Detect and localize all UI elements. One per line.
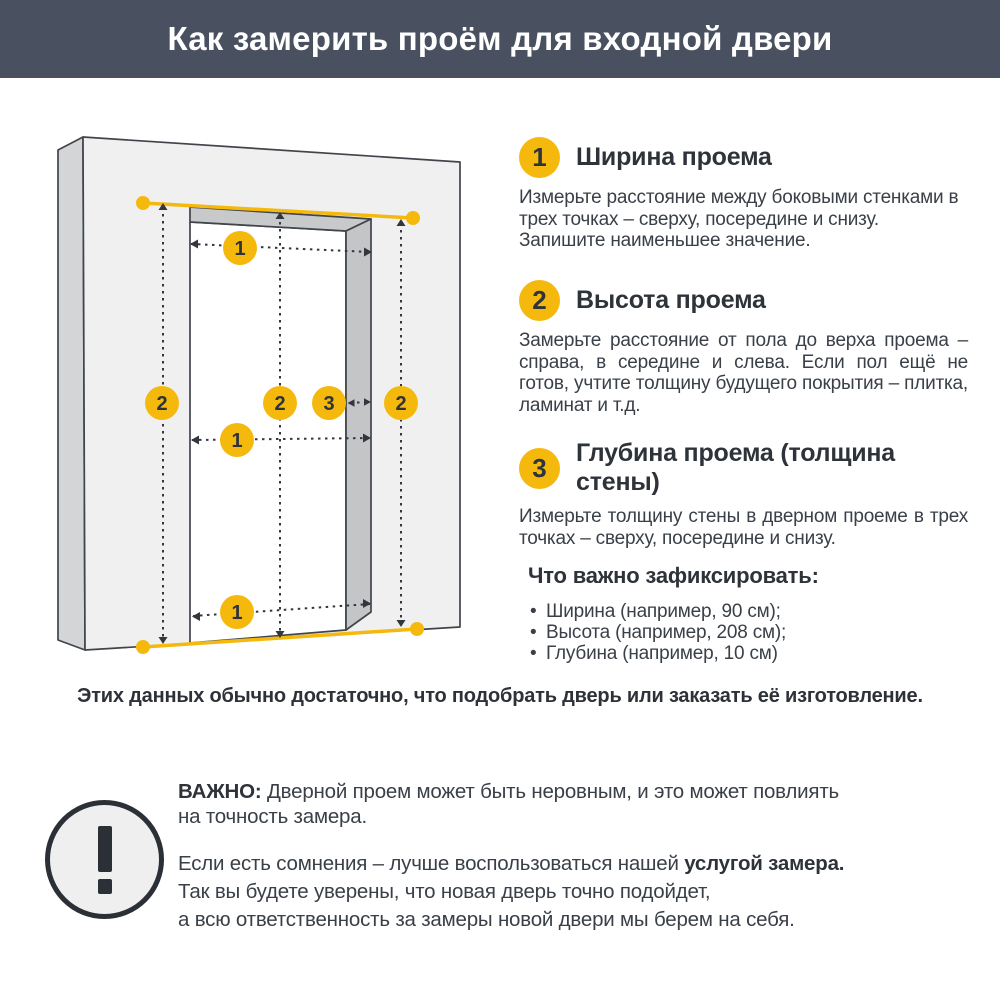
checklist-items: Ширина (например, 90 см); Высота (наприм… (528, 601, 973, 664)
important-paragraph-1: ВАЖНО: Дверной проем может быть неровным… (178, 779, 978, 829)
important-line-3: Если есть сомнения – лучше воспользовать… (178, 852, 845, 875)
width-marker-top: 1 (223, 231, 257, 265)
depth-line-arrow-left (347, 399, 355, 407)
width-line-bottom (192, 603, 371, 617)
important-line-2: на точность замера. (178, 805, 367, 828)
step-width: 1 Ширина проема Измерьте расстояние межд… (519, 137, 971, 252)
measure-service-bold: услугой замера. (684, 852, 845, 875)
width-line-top-arrow-left (190, 239, 198, 249)
step-width-title: Ширина проема (576, 143, 772, 171)
step-depth-title: Глубина проема (толщина стены) (576, 439, 896, 496)
depth-marker: 3 (312, 386, 346, 420)
step-height-header: 2 Высота проема (519, 280, 971, 321)
checklist-item-width: Ширина (например, 90 см); (528, 601, 973, 622)
height-marker-left: 2 (145, 386, 179, 420)
depth-line-arrow-right (364, 398, 371, 406)
tape-top-dot-left (136, 196, 150, 210)
width-line-top-arrow-right (364, 247, 372, 257)
tape-top (141, 201, 415, 220)
summary-line: Этих данных обычно достаточно, что подоб… (77, 685, 923, 707)
width-line-middle-arrow-right (363, 433, 371, 443)
checklist-title: Что важно зафиксировать: (528, 563, 819, 588)
step-width-header: 1 Ширина проема (519, 137, 971, 178)
checklist-item-height: Высота (например, 208 см); (528, 622, 973, 643)
width-line-bottom-arrow-right (363, 599, 371, 608)
width-line-top (190, 243, 372, 253)
height-line-left-arrow-down (158, 637, 168, 644)
step-height: 2 Высота проема Замерьте расстояние от п… (519, 280, 971, 416)
important-line-4: Так вы будете уверены, что новая дверь т… (178, 880, 711, 903)
step-depth: 3 Глубина проема (толщина стены) Измерьт… (519, 439, 971, 549)
width-line-bottom-arrow-left (192, 612, 200, 621)
header-banner: Как замерить проём для входной двери (0, 0, 1000, 78)
height-line-middle-arrow-down (275, 631, 285, 638)
svg-text:1: 1 (234, 238, 245, 260)
height-line-right-arrow-down (396, 620, 406, 627)
step-height-description: Замерьте расстояние от пола до верха про… (519, 330, 968, 416)
step-width-number-badge: 1 (519, 137, 560, 178)
height-marker-middle: 2 (263, 386, 297, 420)
step-depth-number-badge: 3 (519, 447, 560, 489)
svg-text:2: 2 (156, 393, 167, 415)
important-line-1: ВАЖНО: Дверной проем может быть неровным… (178, 780, 839, 803)
height-marker-right: 2 (384, 386, 418, 420)
tape-bottom-dot-right (410, 622, 424, 636)
svg-text:1: 1 (231, 430, 242, 452)
important-paragraph-2: Если есть сомнения – лучше воспользовать… (178, 850, 978, 934)
important-label: ВАЖНО: (178, 780, 262, 803)
checklist-item-depth: Глубина (например, 10 см) (528, 643, 973, 664)
exclamation-dot (97, 878, 112, 894)
step-width-description: Измерьте расстояние между боковыми стенк… (519, 187, 959, 251)
height-line-right-arrow-up (396, 219, 406, 226)
checklist: Что важно зафиксировать: Ширина (наприме… (528, 563, 973, 664)
exclamation-bar (97, 825, 112, 872)
height-line-middle-arrow-up (275, 212, 285, 219)
tape-bottom-dot-left (136, 640, 150, 654)
important-line-5: а всю ответственность за замеры новой дв… (178, 908, 795, 931)
svg-text:3: 3 (323, 393, 334, 415)
width-marker-middle: 1 (220, 423, 254, 457)
width-line-middle-arrow-left (191, 435, 199, 445)
wall-left-face (57, 136, 86, 651)
step-depth-header: 3 Глубина проема (толщина стены) (519, 439, 971, 497)
tape-top-dot-right (406, 211, 420, 225)
page-title: Как замерить проём для входной двери (167, 20, 833, 57)
exclamation-icon (45, 800, 164, 919)
step-height-number-badge: 2 (519, 280, 560, 321)
svg-text:1: 1 (231, 602, 242, 624)
width-marker-bottom: 1 (220, 595, 254, 629)
step-height-title: Высота проема (576, 286, 766, 314)
height-line-left-arrow-up (158, 203, 168, 210)
step-depth-description: Измерьте толщину стены в дверном проеме … (519, 506, 968, 549)
svg-text:2: 2 (274, 393, 285, 415)
svg-text:2: 2 (395, 393, 406, 415)
opening-right-reveal (345, 218, 372, 631)
